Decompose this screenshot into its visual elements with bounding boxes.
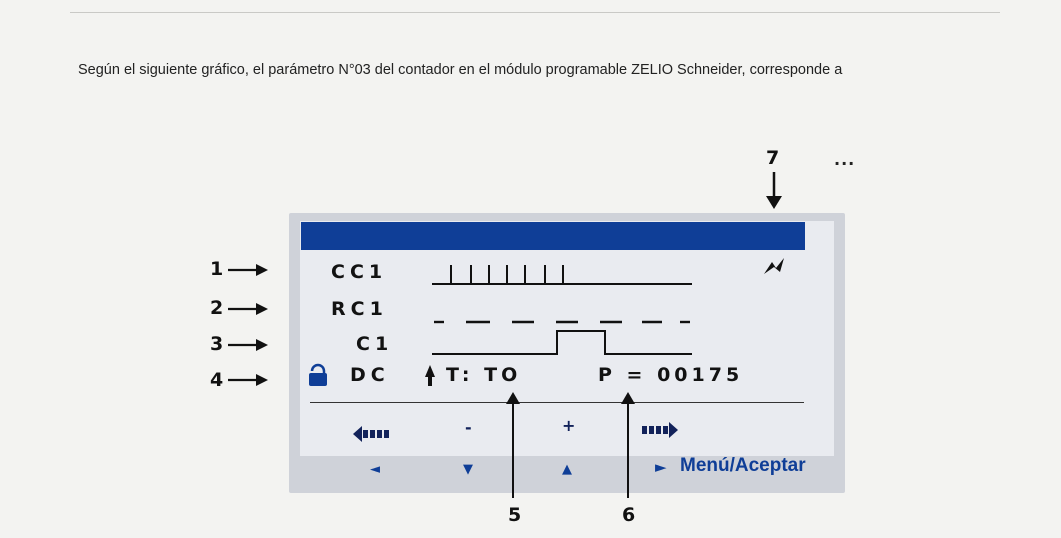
callout-6-arrow-icon [621,392,635,498]
nav-up-button[interactable]: ▲ [562,462,572,477]
shift-right-icon [642,422,678,438]
question-text: Según el siguiente gráfico, el parámetro… [78,62,843,78]
c1-output-waveform [432,330,692,355]
preset-value-label: P = 00175 [598,364,744,386]
callout-7-arrow-icon [766,172,782,209]
run-icon [764,258,784,274]
shift-left-icon [353,426,389,442]
counter-output-label: C1 [356,333,394,355]
callout-2-label: 2 [210,297,224,319]
menu-accept-button[interactable]: Menú/Aceptar [680,455,806,476]
count-direction-label: DC [350,364,390,386]
plus-button[interactable]: + [562,416,576,435]
nav-right-button[interactable]: ► [655,458,667,476]
callout-3-arrow-icon [228,339,268,351]
screen-title-bar [301,222,805,250]
counter-input-label: CC1 [331,261,388,283]
count-type-label: T: TO [446,364,522,386]
callout-7-label: 7 [766,147,780,169]
callout-6-label: 6 [622,504,636,526]
callout-5-arrow-icon [506,392,520,498]
callout-1-arrow-icon [228,264,268,276]
nav-left-button[interactable]: ◄ [370,462,380,477]
more-options-button[interactable]: ... [834,150,856,169]
lcd-screen [300,221,834,456]
callout-1-label: 1 [210,258,224,280]
lock-icon [309,363,327,386]
screen-divider [310,402,804,403]
top-divider [70,12,1000,13]
cc1-pulse-waveform [432,265,692,285]
nav-down-button[interactable]: ▼ [463,462,473,477]
callout-3-label: 3 [210,333,224,355]
callout-4-arrow-icon [228,374,268,386]
callout-4-label: 4 [210,369,224,391]
callout-2-arrow-icon [228,303,268,315]
count-up-arrow-icon [425,365,435,386]
reset-input-label: RC1 [331,298,388,320]
callout-5-label: 5 [508,504,522,526]
minus-button[interactable]: - [465,418,472,437]
